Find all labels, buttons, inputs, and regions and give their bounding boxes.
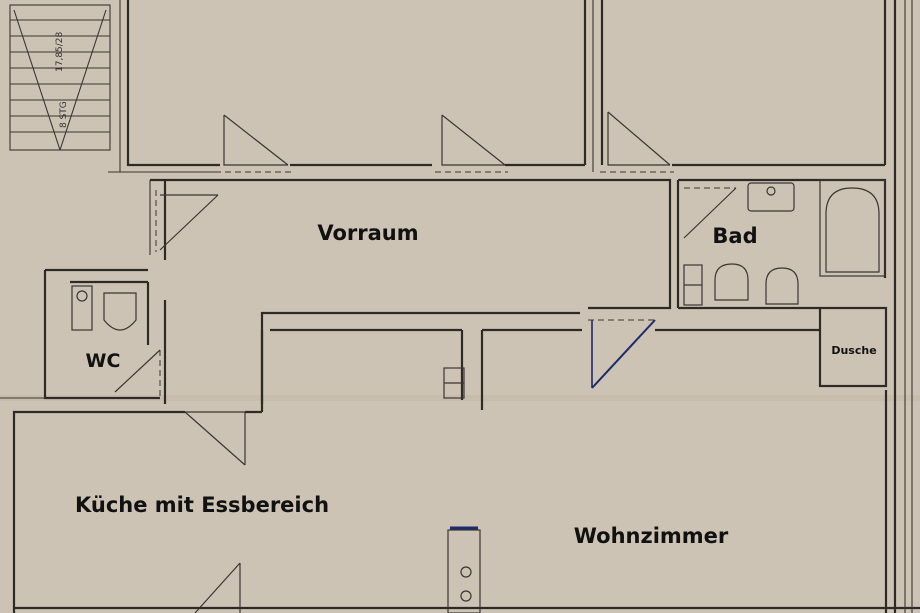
stair-dimension-text: 17,85/28	[55, 31, 65, 72]
room-wc	[0, 268, 161, 400]
door-upper-3	[600, 111, 674, 173]
label-kueche: Küche mit Essbereich	[75, 493, 329, 517]
upper-room-right	[592, 0, 887, 172]
room-dusche	[818, 306, 888, 388]
room-wohnzimmer	[14, 319, 920, 613]
stair-steps-text: 8 STG	[59, 101, 69, 128]
wc-toilet	[103, 292, 137, 331]
bathtub	[825, 187, 880, 273]
washbasin-right	[765, 267, 799, 305]
label-wc: WC	[86, 350, 121, 372]
label-bad: Bad	[712, 224, 757, 248]
label-vorraum: Vorraum	[317, 221, 418, 245]
washbasin-left	[714, 263, 749, 301]
room-bad	[676, 178, 887, 310]
kitchen-counter	[447, 529, 481, 613]
wc-fixture	[71, 285, 93, 331]
door-upper-2	[435, 114, 508, 173]
bath-sink	[747, 182, 795, 212]
room-kueche	[12, 328, 481, 613]
exterior-wall-right	[893, 0, 913, 613]
bathtub-frame	[819, 179, 886, 277]
door-upper-1	[215, 114, 292, 173]
label-wohnzimmer: Wohnzimmer	[574, 524, 729, 548]
stove-burner-1	[460, 566, 472, 578]
stove-burner-2	[460, 590, 472, 602]
label-dusche: Dusche	[831, 344, 876, 357]
staircase: 17,85/28 8 STG	[9, 4, 111, 151]
upper-room-left	[108, 0, 587, 173]
